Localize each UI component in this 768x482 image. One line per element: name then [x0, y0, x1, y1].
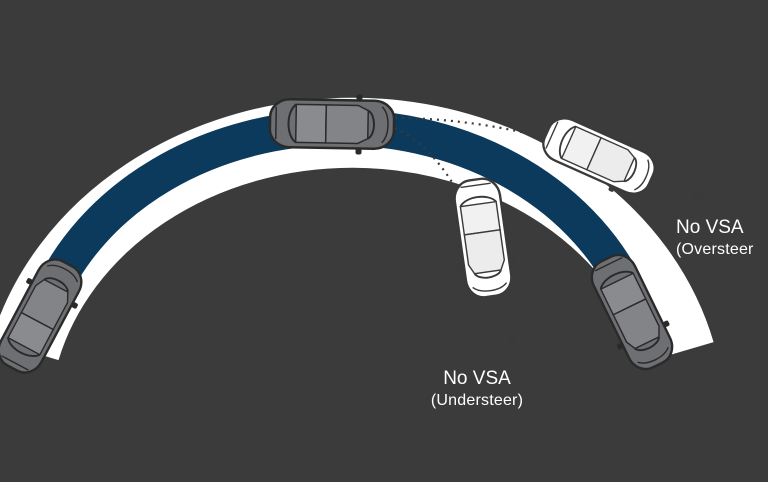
- understeer-label-main: No VSA: [443, 368, 511, 389]
- oversteer-label: No VSA (Oversteer: [676, 216, 754, 260]
- oversteer-trajectory: [394, 116, 707, 199]
- understeer-label: No VSA (Understeer): [418, 367, 536, 411]
- understeer-label-sub: (Understeer): [430, 391, 524, 409]
- oversteer-label-main: No VSA: [676, 217, 744, 238]
- car-top-view-icon: [268, 91, 396, 157]
- oversteer-label-sub: (Oversteer: [676, 240, 754, 258]
